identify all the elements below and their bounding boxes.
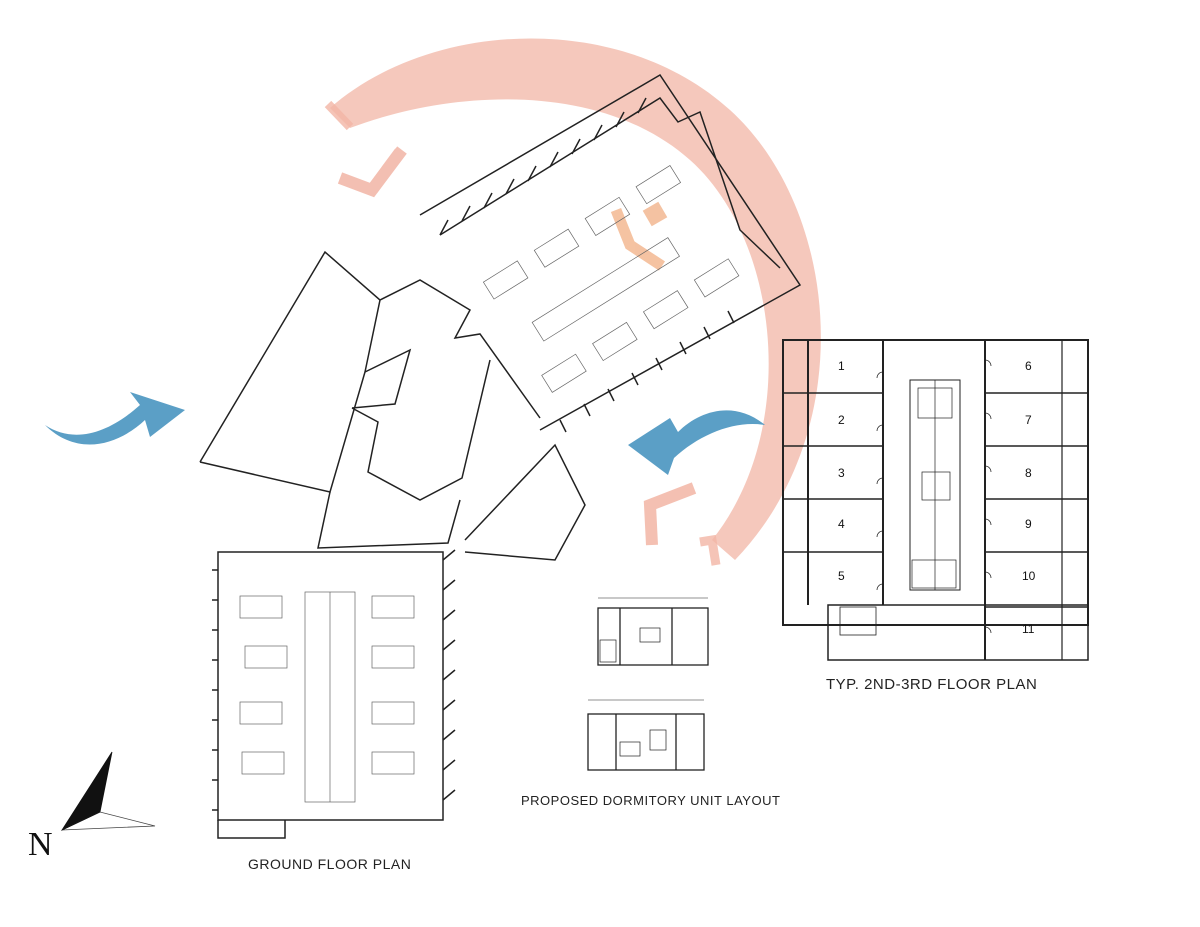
pink-entry-arrow-bottom [643, 482, 697, 546]
room-number-2: 2 [838, 413, 845, 427]
upper-floor-plan [782, 339, 1089, 661]
room-number-9: 9 [1025, 517, 1032, 531]
dorm-unit-layout-b [587, 699, 705, 771]
room-number-10: 10 [1022, 569, 1036, 583]
ground-floor-plan-title: GROUND FLOOR PLAN [248, 856, 412, 872]
room-number-6: 6 [1025, 359, 1032, 373]
dormitory-layout-title: PROPOSED DORMITORY UNIT LAYOUT [521, 793, 781, 808]
pink-circulation-arrow [324, 38, 821, 566]
blue-entry-arrow-east [628, 410, 765, 475]
pink-entry-arrow-top [337, 146, 407, 198]
room-number-5: 5 [838, 569, 845, 583]
orange-core-mark [610, 201, 668, 271]
upper-floor-plan-title: TYP. 2ND-3RD FLOOR PLAN [826, 676, 1038, 693]
upper-floor-room-numbers: 1 2 3 4 5 6 7 8 9 10 11 [838, 359, 1036, 636]
room-number-1: 1 [838, 359, 845, 373]
room-number-7: 7 [1025, 413, 1032, 427]
room-number-4: 4 [838, 517, 845, 531]
ground-floor-furniture [239, 165, 740, 803]
north-arrow-icon [60, 751, 156, 831]
room-number-8: 8 [1025, 466, 1032, 480]
dorm-unit-layout-a [597, 597, 709, 666]
blue-entry-arrow-west [45, 392, 185, 445]
north-label: N [28, 826, 53, 863]
room-number-11: 11 [1022, 622, 1035, 636]
room-number-3: 3 [838, 466, 845, 480]
ground-floor-plan [199, 73, 802, 839]
